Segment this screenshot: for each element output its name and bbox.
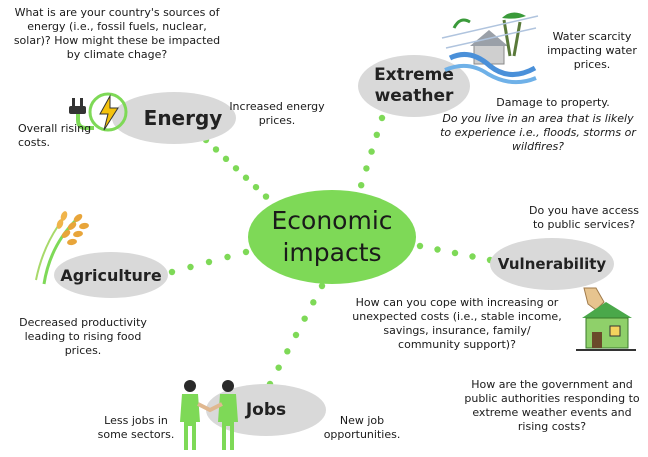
connector-vulnerability-dot <box>416 242 424 250</box>
center-line-2: impacts <box>282 238 382 267</box>
connector-vulnerability-dot <box>451 249 459 257</box>
center-line-1: Economic <box>271 206 393 235</box>
connector-jobs-dot <box>284 348 291 355</box>
note-increased-energy-prices: Increased energy prices. <box>229 100 325 127</box>
note-less-jobs: Less jobs in some sectors. <box>97 414 175 441</box>
node-energy-label: Energy <box>143 106 223 130</box>
note-public-services: Do you have access to public services? <box>529 204 639 231</box>
connector-agriculture-dot <box>168 268 176 276</box>
connector-energy-dot <box>262 193 270 200</box>
node-agriculture-label: Agriculture <box>60 265 162 285</box>
connector-vulnerability-dot <box>434 246 441 253</box>
storm-house-icon <box>441 12 539 85</box>
connector-extreme-weather-dot <box>373 131 380 138</box>
note-new-jobs: New job opportunities. <box>323 414 401 441</box>
note-overall-rising-costs: Overall rising costs. <box>18 122 92 149</box>
note-weather-question: Do you live in an area that is likely to… <box>440 112 636 153</box>
note-water-scarcity: Water scarcity impacting water prices. <box>547 30 637 71</box>
node-jobs-label: Jobs <box>245 400 287 420</box>
center-node-economic-impacts: Economic impacts <box>248 190 416 284</box>
node-energy: Energy <box>112 92 236 144</box>
connector-jobs-dot <box>318 282 326 290</box>
house-hand-icon <box>576 287 636 351</box>
connector-energy-dot <box>252 183 260 191</box>
connector-agriculture-dot <box>187 263 194 271</box>
connector-agriculture-dot <box>242 248 250 256</box>
note-cope-question: How can you cope with increasing or unex… <box>352 296 562 351</box>
connector-extreme-weather-dot <box>378 114 386 122</box>
connector-extreme-weather-dot <box>358 182 365 189</box>
connector-agriculture-dot <box>205 258 213 266</box>
connector-energy-dot <box>212 146 220 153</box>
connector-energy-dot <box>222 155 230 163</box>
note-energy-question: What is are your country's sources of en… <box>13 6 221 61</box>
connector-jobs-dot <box>301 315 308 322</box>
node-vulnerability: Vulnerability <box>490 238 614 290</box>
note-damage-property: Damage to property. <box>496 96 610 109</box>
handshake-people-icon <box>180 380 238 450</box>
wheat-icon <box>35 211 89 285</box>
connector-energy-dot <box>232 165 240 172</box>
connector-jobs-dot <box>292 331 300 339</box>
connector-extreme-weather-dot <box>368 148 375 155</box>
connector-energy-dot <box>242 174 250 181</box>
node-extreme-weather-line-2: weather <box>374 86 454 106</box>
connector-vulnerability-dot <box>469 253 476 260</box>
note-government-question: How are the government and public author… <box>464 378 640 433</box>
plug-lightning-icon <box>69 92 128 132</box>
note-decreased-productivity: Decreased productivity leading to rising… <box>19 316 147 357</box>
connector-extreme-weather-dot <box>363 165 370 172</box>
node-vulnerability-label: Vulnerability <box>497 255 607 273</box>
node-agriculture: Agriculture <box>54 252 168 298</box>
connector-jobs-dot <box>275 364 282 371</box>
node-extreme-weather: Extreme weather <box>358 55 470 117</box>
connector-jobs-dot <box>310 299 317 306</box>
connector-agriculture-dot <box>224 253 231 261</box>
node-extreme-weather-line-1: Extreme <box>374 65 454 85</box>
